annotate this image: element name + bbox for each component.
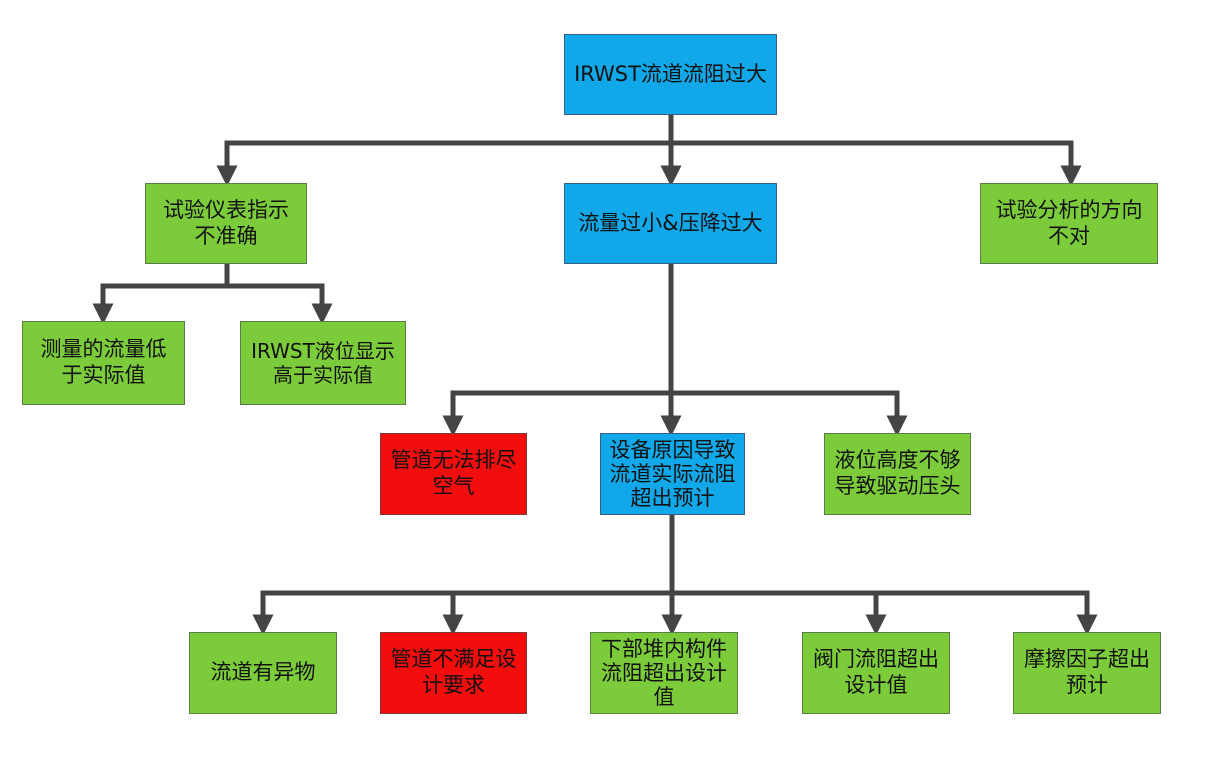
node-level-height-insufficient: 液位高度不够 导致驱动压头 — [824, 433, 971, 515]
node-lower-internals-resistance: 下部堆内构件 流阻超出设计 值 — [590, 632, 738, 714]
node-friction-factor: 摩擦因子超出 预计 — [1013, 632, 1161, 714]
node-pipe-not-meeting-design: 管道不满足设 计要求 — [380, 632, 527, 714]
node-root: IRWST流道流阻过大 — [564, 34, 777, 115]
node-valve-resistance: 阀门流阻超出 设计值 — [802, 632, 950, 714]
node-equipment-resistance-exceeds: 设备原因导致 流道实际流阻 超出预计 — [600, 433, 745, 515]
node-instrument-inaccurate: 试验仪表指示 不准确 — [145, 183, 307, 264]
node-measured-flow-low: 测量的流量低 于实际值 — [22, 321, 185, 405]
node-pipe-air-not-vented: 管道无法排尽 空气 — [380, 433, 527, 515]
node-foreign-matter: 流道有异物 — [189, 632, 337, 714]
node-flow-low-pressure-drop: 流量过小&压降过大 — [564, 183, 777, 264]
node-level-display-high: IRWST液位显示 高于实际值 — [240, 321, 406, 405]
node-analysis-direction-wrong: 试验分析的方向 不对 — [980, 183, 1158, 264]
